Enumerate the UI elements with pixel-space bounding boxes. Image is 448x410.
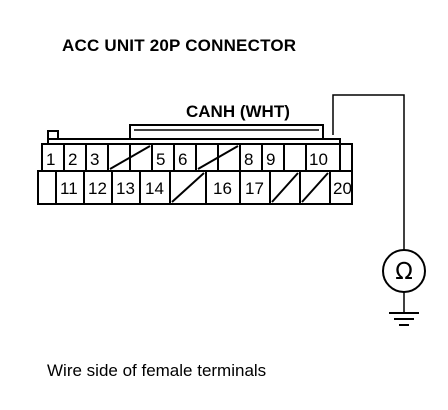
- empty-cavity-slash: [271, 172, 299, 203]
- terminal-number: 20: [333, 179, 352, 198]
- terminal-number: 8: [244, 150, 253, 169]
- terminal-number: 16: [213, 179, 232, 198]
- terminal-cell: [217, 143, 241, 172]
- terminal-cell: [37, 170, 57, 205]
- probe-wire: [332, 94, 405, 313]
- terminal-number: 2: [68, 150, 77, 169]
- terminal-number-tested: 10: [309, 150, 328, 169]
- empty-cavity-slash: [197, 145, 239, 170]
- terminal-cell: [195, 143, 219, 172]
- empty-cavity-marks: [109, 145, 329, 203]
- terminal-number: 17: [245, 179, 264, 198]
- connector-title: ACC UNIT 20P CONNECTOR: [62, 36, 297, 55]
- terminal-number: 3: [90, 150, 99, 169]
- terminal-cell: [107, 143, 131, 172]
- terminal-numbers: 1 2 3 5 6 8 9 10 11 12 13 14 16 17 20: [46, 150, 352, 198]
- terminal-number: 12: [88, 179, 107, 198]
- connector-row-bottom: [37, 170, 353, 205]
- ohm-symbol: Ω: [395, 259, 413, 285]
- terminal-number: 1: [46, 150, 55, 169]
- wire-label: CANH (WHT): [186, 102, 290, 121]
- empty-cavity-slash: [109, 145, 151, 170]
- terminal-cell: [129, 143, 153, 172]
- ohmmeter-icon: Ω: [382, 249, 426, 293]
- terminal-cell: [283, 143, 307, 172]
- terminal-number: 11: [60, 179, 78, 198]
- terminal-number: 6: [178, 150, 187, 169]
- terminal-number: 13: [116, 179, 135, 198]
- empty-cavity-slash: [301, 172, 329, 203]
- terminal-number: 5: [156, 150, 165, 169]
- terminal-number: 9: [266, 150, 275, 169]
- empty-cavity-slash: [171, 172, 205, 203]
- diagram-caption: Wire side of female terminals: [47, 361, 267, 380]
- ground-icon: [389, 312, 419, 326]
- terminal-cell: [329, 170, 353, 205]
- connector-row-top: [41, 143, 341, 172]
- terminal-number: 14: [145, 179, 164, 198]
